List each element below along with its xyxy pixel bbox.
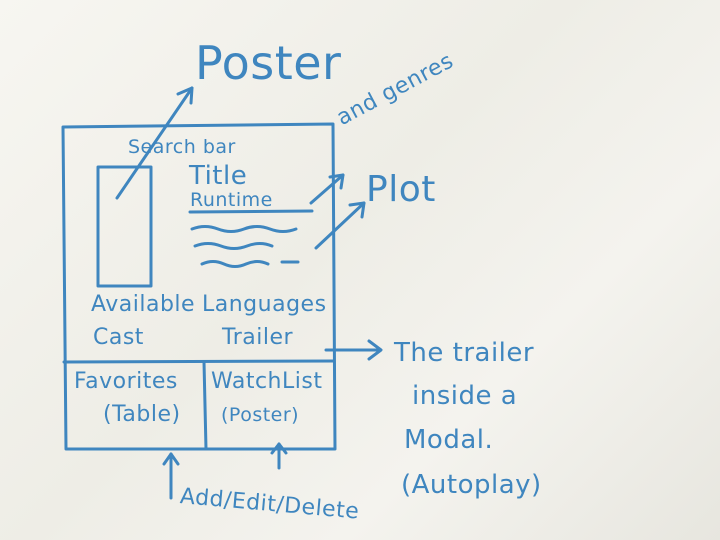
favorites-label: Favorites xyxy=(74,369,178,394)
trailer-modal-line-3: Modal. xyxy=(404,425,494,455)
plot-arrow-head xyxy=(348,201,366,219)
plot-squiggle-2 xyxy=(193,242,274,250)
plot-arrow xyxy=(314,201,366,250)
watchlist-label: WatchList xyxy=(211,369,323,394)
languages-label: Languages xyxy=(202,292,327,317)
wireframe-divider xyxy=(62,359,336,364)
search-bar-label: Search bar xyxy=(128,136,236,158)
favorites-note: (Table) xyxy=(103,402,181,427)
plot-squiggle-3 xyxy=(200,260,300,268)
trailer-modal-line-4: (Autoplay) xyxy=(401,470,542,500)
trailer-label: Trailer xyxy=(222,325,294,350)
poster-annotation: Poster xyxy=(195,36,342,90)
plot-squiggle-1 xyxy=(190,225,298,233)
favorites-arrow-head xyxy=(162,452,180,466)
wireframe-section-divider xyxy=(202,360,208,451)
trailer-modal-line-2: inside a xyxy=(412,381,518,411)
plot-annotation: Plot xyxy=(366,169,436,210)
title-label: Title xyxy=(189,161,248,191)
cast-label: Cast xyxy=(93,325,144,350)
wireframe-outer-frame xyxy=(61,122,337,451)
poster-arrow-head xyxy=(176,86,194,105)
watchlist-arrow-head xyxy=(270,442,288,455)
poster-arrow xyxy=(115,86,194,200)
poster-placeholder-box xyxy=(96,165,153,288)
genres-arrow xyxy=(309,173,345,205)
genres-arrow-head xyxy=(328,173,345,190)
trailer-arrow-head xyxy=(367,339,383,361)
watchlist-note: (Poster) xyxy=(221,404,300,426)
runtime-underline xyxy=(188,209,314,214)
runtime-label: Runtime xyxy=(190,189,273,211)
trailer-modal-line-1: The trailer xyxy=(394,338,535,368)
available-label: Available xyxy=(91,292,196,317)
